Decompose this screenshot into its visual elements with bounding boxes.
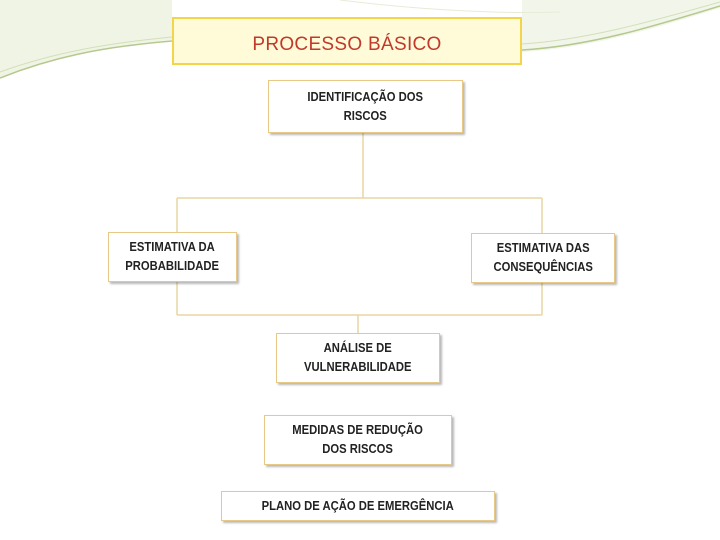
title-box: PROCESSO BÁSICO bbox=[172, 17, 522, 65]
node-plano-acao-emergencia: PLANO DE AÇÃO DE EMERGÊNCIA bbox=[221, 491, 495, 521]
decorative-header-swoosh bbox=[0, 0, 720, 79]
node-label: ANÁLISE DE VULNERABILIDADE bbox=[304, 341, 412, 374]
node-estimativa-probabilidade: ESTIMATIVA DA PROBABILIDADE bbox=[108, 232, 237, 282]
node-label: ESTIMATIVA DA PROBABILIDADE bbox=[125, 240, 220, 273]
node-analise-vulnerabilidade: ANÁLISE DE VULNERABILIDADE bbox=[276, 333, 440, 383]
slide-title: PROCESSO BÁSICO bbox=[252, 34, 442, 55]
node-label: PLANO DE AÇÃO DE EMERGÊNCIA bbox=[261, 498, 455, 513]
node-estimativa-consequencias: ESTIMATIVA DAS CONSEQUÊNCIAS bbox=[471, 233, 615, 283]
node-label: MEDIDAS DE REDUÇÃO DOS RISCOS bbox=[292, 423, 424, 456]
node-label: IDENTIFICAÇÃO DOS RISCOS bbox=[307, 89, 424, 123]
node-identificacao-dos-riscos: IDENTIFICAÇÃO DOS RISCOS bbox=[268, 80, 463, 133]
node-medidas-reducao-riscos: MEDIDAS DE REDUÇÃO DOS RISCOS bbox=[264, 415, 452, 465]
node-label: ESTIMATIVA DAS CONSEQUÊNCIAS bbox=[493, 241, 593, 274]
